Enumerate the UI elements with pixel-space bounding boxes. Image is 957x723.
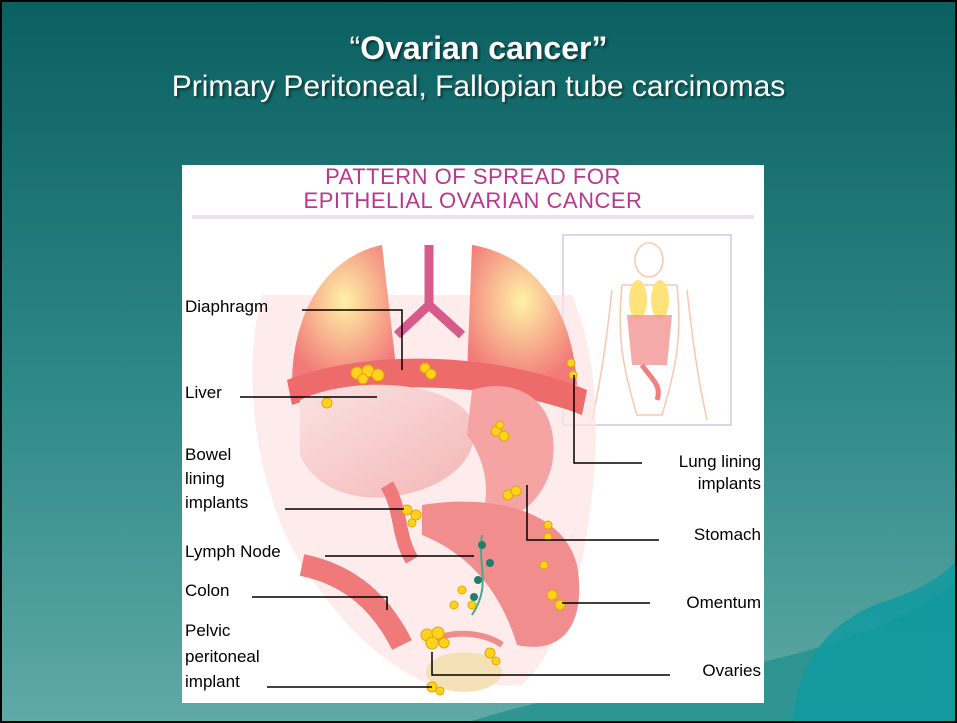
label-stomach: Stomach [644,525,761,544]
slide-title: “Ovarian cancer” [2,28,955,68]
label-liver: Liver [185,383,222,402]
label-pelvic-line2: peritoneal [185,647,260,666]
figure-heading-line2: EPITHELIAL OVARIAN CANCER [182,190,764,212]
label-ovaries: Ovaries [644,661,761,680]
label-omentum: Omentum [644,593,761,612]
anatomy-figure: PATTERN OF SPREAD FOR EPITHELIAL OVARIAN… [182,165,764,703]
title-main-text: Ovarian cancer” [360,30,607,66]
slide-subtitle: Primary Peritoneal, Fallopian tube carci… [2,68,955,106]
figure-heading-line1: PATTERN OF SPREAD FOR [182,166,764,188]
label-diaphragm: Diaphragm [185,297,268,316]
label-pelvic-line1: Pelvic [185,621,230,640]
label-lung-lining-line2: implants [644,474,761,493]
label-bowel-line2: lining [185,469,225,488]
title-open-quote: “ [350,30,361,66]
label-colon: Colon [185,581,229,600]
label-lung-lining-line1: Lung lining [644,452,761,471]
label-bowel-line1: Bowel [185,445,231,464]
label-bowel-line3: implants [185,493,248,512]
label-lymph-node: Lymph Node [185,542,281,561]
slide-title-block: “Ovarian cancer” Primary Peritoneal, Fal… [2,28,955,106]
label-pelvic-line3: implant [185,672,240,691]
anatomy-illustration [182,165,764,703]
